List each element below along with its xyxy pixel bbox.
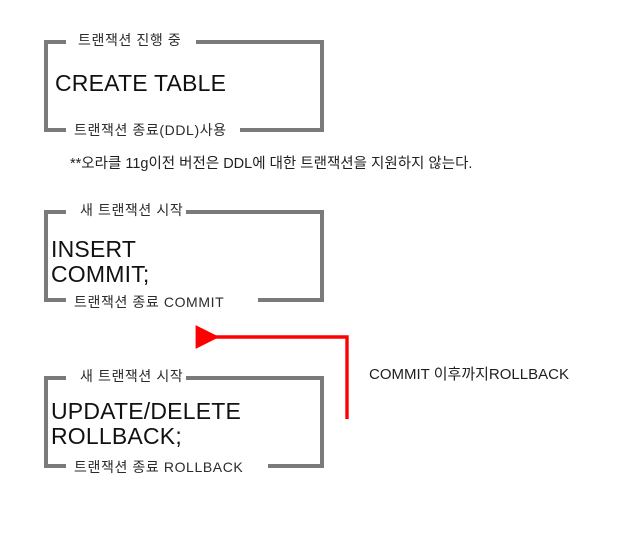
rollback-block-left-bracket <box>44 376 66 468</box>
ddl-block-right-bracket <box>302 40 324 132</box>
ddl-block-left-bracket <box>44 40 66 132</box>
ddl-block-top-label: 트랜잭션 진행 중 <box>78 32 182 48</box>
commit-block-bottom-rule <box>258 298 304 302</box>
rollback-block-top-label: 새 트랜잭션 시작 <box>80 368 184 384</box>
commit-block-top-rule <box>186 210 304 214</box>
ddl-block <box>44 40 324 132</box>
rollback-block-bottom-rule <box>268 464 304 468</box>
rollback-block-statement-1: ROLLBACK; <box>51 423 182 449</box>
commit-block-left-bracket <box>44 210 66 302</box>
commit-block <box>44 210 324 302</box>
ddl-block-bottom-label: 트랜잭션 종료(DDL)사용 <box>74 122 227 138</box>
arrow-label: COMMIT 이후까지ROLLBACK <box>369 366 569 383</box>
commit-block-statement-1: COMMIT; <box>51 261 150 287</box>
ddl-block-top-rule <box>196 40 304 44</box>
commit-block-top-label: 새 트랜잭션 시작 <box>80 202 184 218</box>
ddl-block-bottom-rule <box>240 128 304 132</box>
version-note: **오라클 11g이전 버전은 DDL에 대한 트랜잭션을 지원하지 않는다. <box>70 156 473 172</box>
commit-block-statement-0: INSERT <box>51 236 137 262</box>
commit-block-bottom-label: 트랜잭션 종료 COMMIT <box>74 294 225 310</box>
ddl-block-statement-0: CREATE TABLE <box>55 70 227 96</box>
commit-block-right-bracket <box>302 210 324 302</box>
rollback-block-top-rule <box>186 376 304 380</box>
rollback-block-bottom-label: 트랜잭션 종료 ROLLBACK <box>74 459 244 475</box>
rollback-block-right-bracket <box>302 376 324 468</box>
